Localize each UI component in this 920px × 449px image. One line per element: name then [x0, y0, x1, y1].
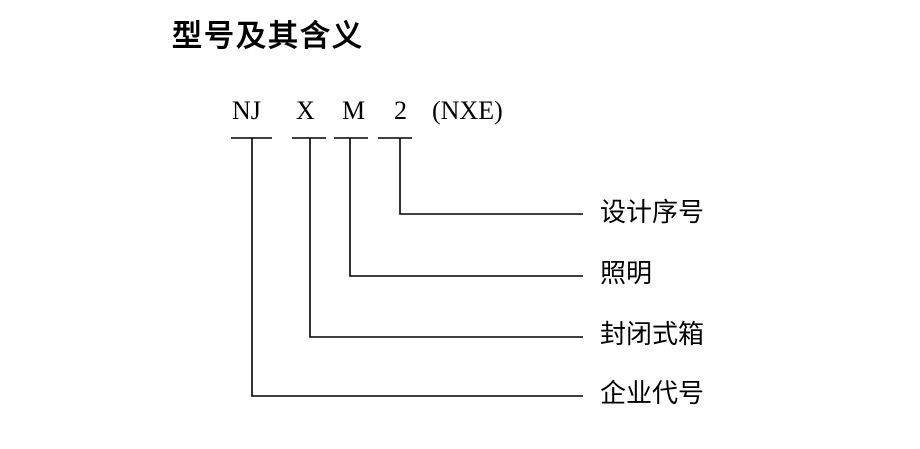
code-suffix: (NXE): [432, 96, 503, 125]
code-segment-enterprise: NJ: [232, 96, 261, 125]
code-segment-design-number: 2: [394, 96, 407, 125]
connector-design-number: [399, 138, 583, 215]
meaning-enterprise: 企业代号: [600, 379, 705, 409]
meaning-enclosure: 封闭式箱: [600, 320, 705, 350]
code-segment-enclosure: X: [296, 96, 315, 125]
meaning-lighting: 照明: [600, 259, 653, 289]
code-segment-lighting: M: [342, 96, 366, 125]
meaning-design-number: 设计序号: [600, 198, 705, 228]
connector-lighting: [349, 138, 583, 277]
connector-enterprise: [251, 138, 583, 397]
diagram-title: 型号及其含义: [172, 19, 364, 54]
connector-enclosure: [309, 138, 583, 338]
